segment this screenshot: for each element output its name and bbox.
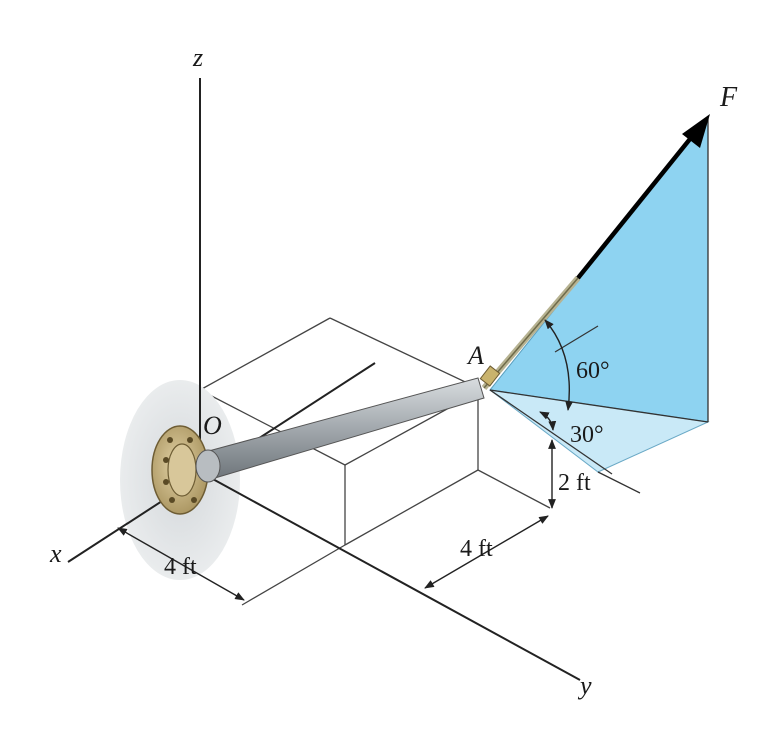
cable-connector — [479, 365, 501, 387]
force-vector-shaft — [576, 132, 696, 280]
x-axis-label: x — [49, 539, 62, 568]
z-axis-label: z — [192, 43, 203, 72]
force-arrow-head — [682, 114, 710, 148]
elevation-angle-arc — [544, 319, 573, 411]
azimuth-angle-arc — [539, 411, 557, 431]
force-label: F — [719, 82, 738, 113]
plane-edge-line — [597, 471, 641, 494]
horizontal-reference-line — [489, 389, 613, 475]
dim-x-line — [117, 527, 245, 601]
pipe-collar — [195, 449, 221, 483]
x-dimension-label: 4 ft — [164, 554, 197, 580]
reference-box — [199, 317, 551, 606]
elevation-angle-label: 60° — [576, 358, 610, 384]
y-axis — [199, 471, 581, 681]
point-a-label: A — [466, 341, 484, 370]
height-dimension-label: 2 ft — [558, 470, 591, 496]
origin-label: O — [203, 411, 222, 440]
pipe-rod — [204, 377, 485, 479]
y-dimension-label: 4 ft — [460, 536, 493, 562]
force-projection-line — [489, 389, 709, 423]
cable-segment-core — [483, 277, 579, 389]
y-axis-label: y — [577, 671, 592, 700]
dim-y-line — [424, 515, 549, 589]
azimuth-angle-label: 30° — [570, 422, 604, 448]
